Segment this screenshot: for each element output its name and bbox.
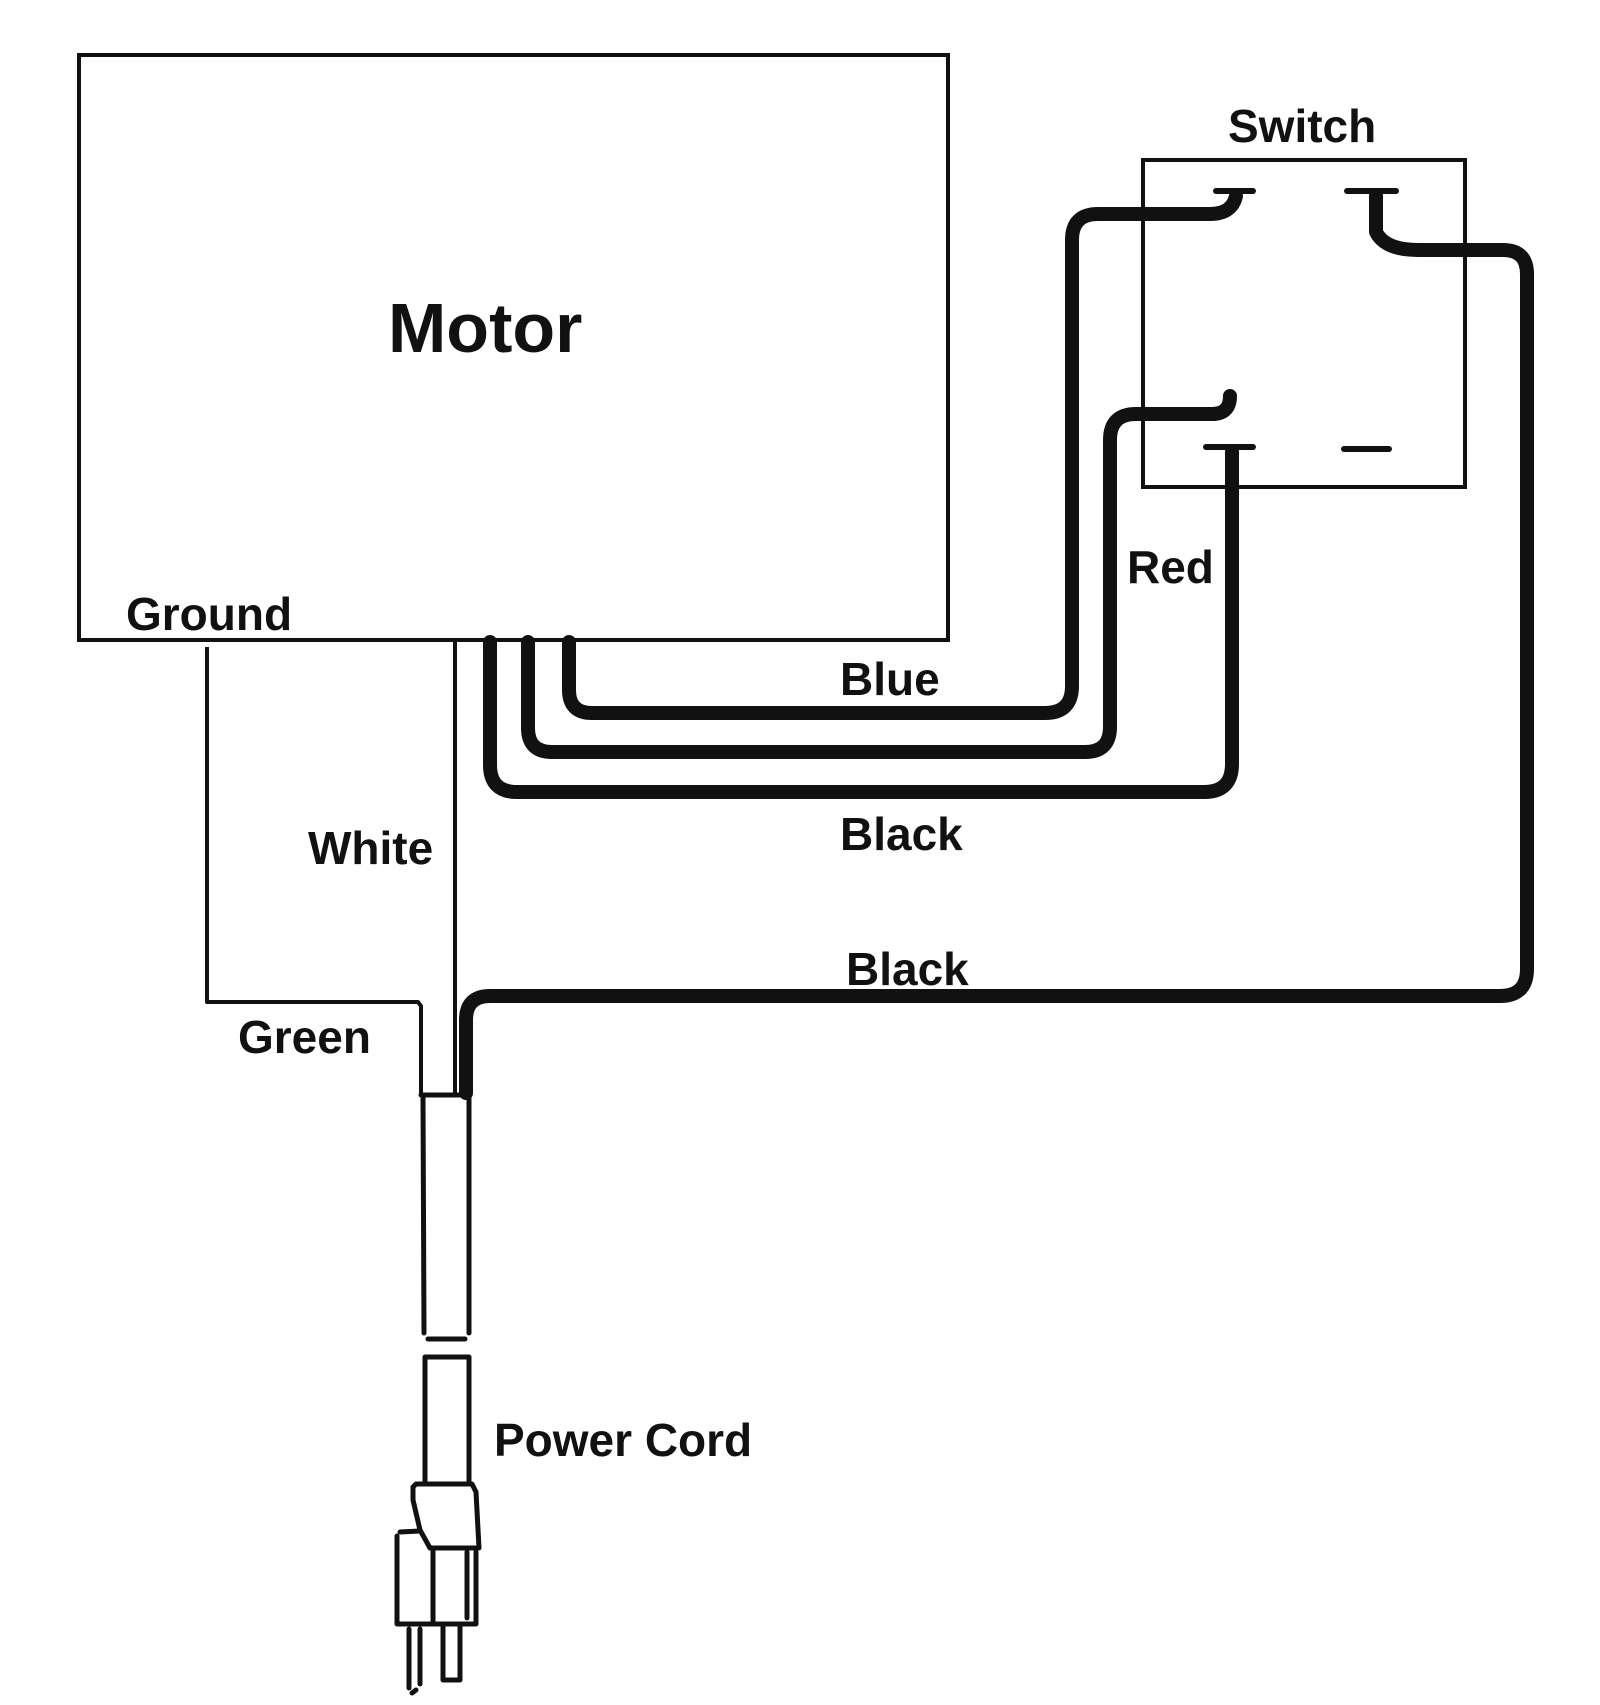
black-wire-motor: [483, 445, 1239, 799]
switch-box: [1141, 158, 1467, 489]
motor: Motor: [77, 53, 950, 642]
blue-label: Blue: [840, 653, 940, 705]
power-cord: Power Cord: [418, 1092, 752, 1487]
red-wire: [521, 389, 1237, 759]
blue-wire: [562, 189, 1243, 720]
switch-label: Switch: [1228, 100, 1376, 152]
ground-label: Ground: [126, 588, 292, 640]
red-label: Red: [1127, 541, 1214, 593]
plug-blade-pin: [440, 1624, 463, 1683]
black-wire-line: [459, 189, 1534, 1100]
plug-ground-pin: [406, 1626, 423, 1696]
white-label: White: [308, 822, 433, 874]
switch: Switch: [1141, 100, 1467, 489]
black-line-label: Black: [846, 943, 969, 995]
ground-wire: [205, 647, 423, 1095]
cord-lower-segment: [422, 1354, 472, 1487]
motor-box: [77, 53, 950, 642]
plug-blade-housing: [430, 1545, 479, 1627]
black-motor-label: Black: [840, 808, 963, 860]
power-cord-label: Power Cord: [494, 1414, 752, 1466]
cord-left-edge: [420, 1094, 427, 1336]
plug-icon: [394, 1481, 482, 1696]
motor-label: Motor: [388, 289, 582, 367]
plug-body: [410, 1481, 482, 1551]
green-label: Green: [238, 1011, 371, 1063]
